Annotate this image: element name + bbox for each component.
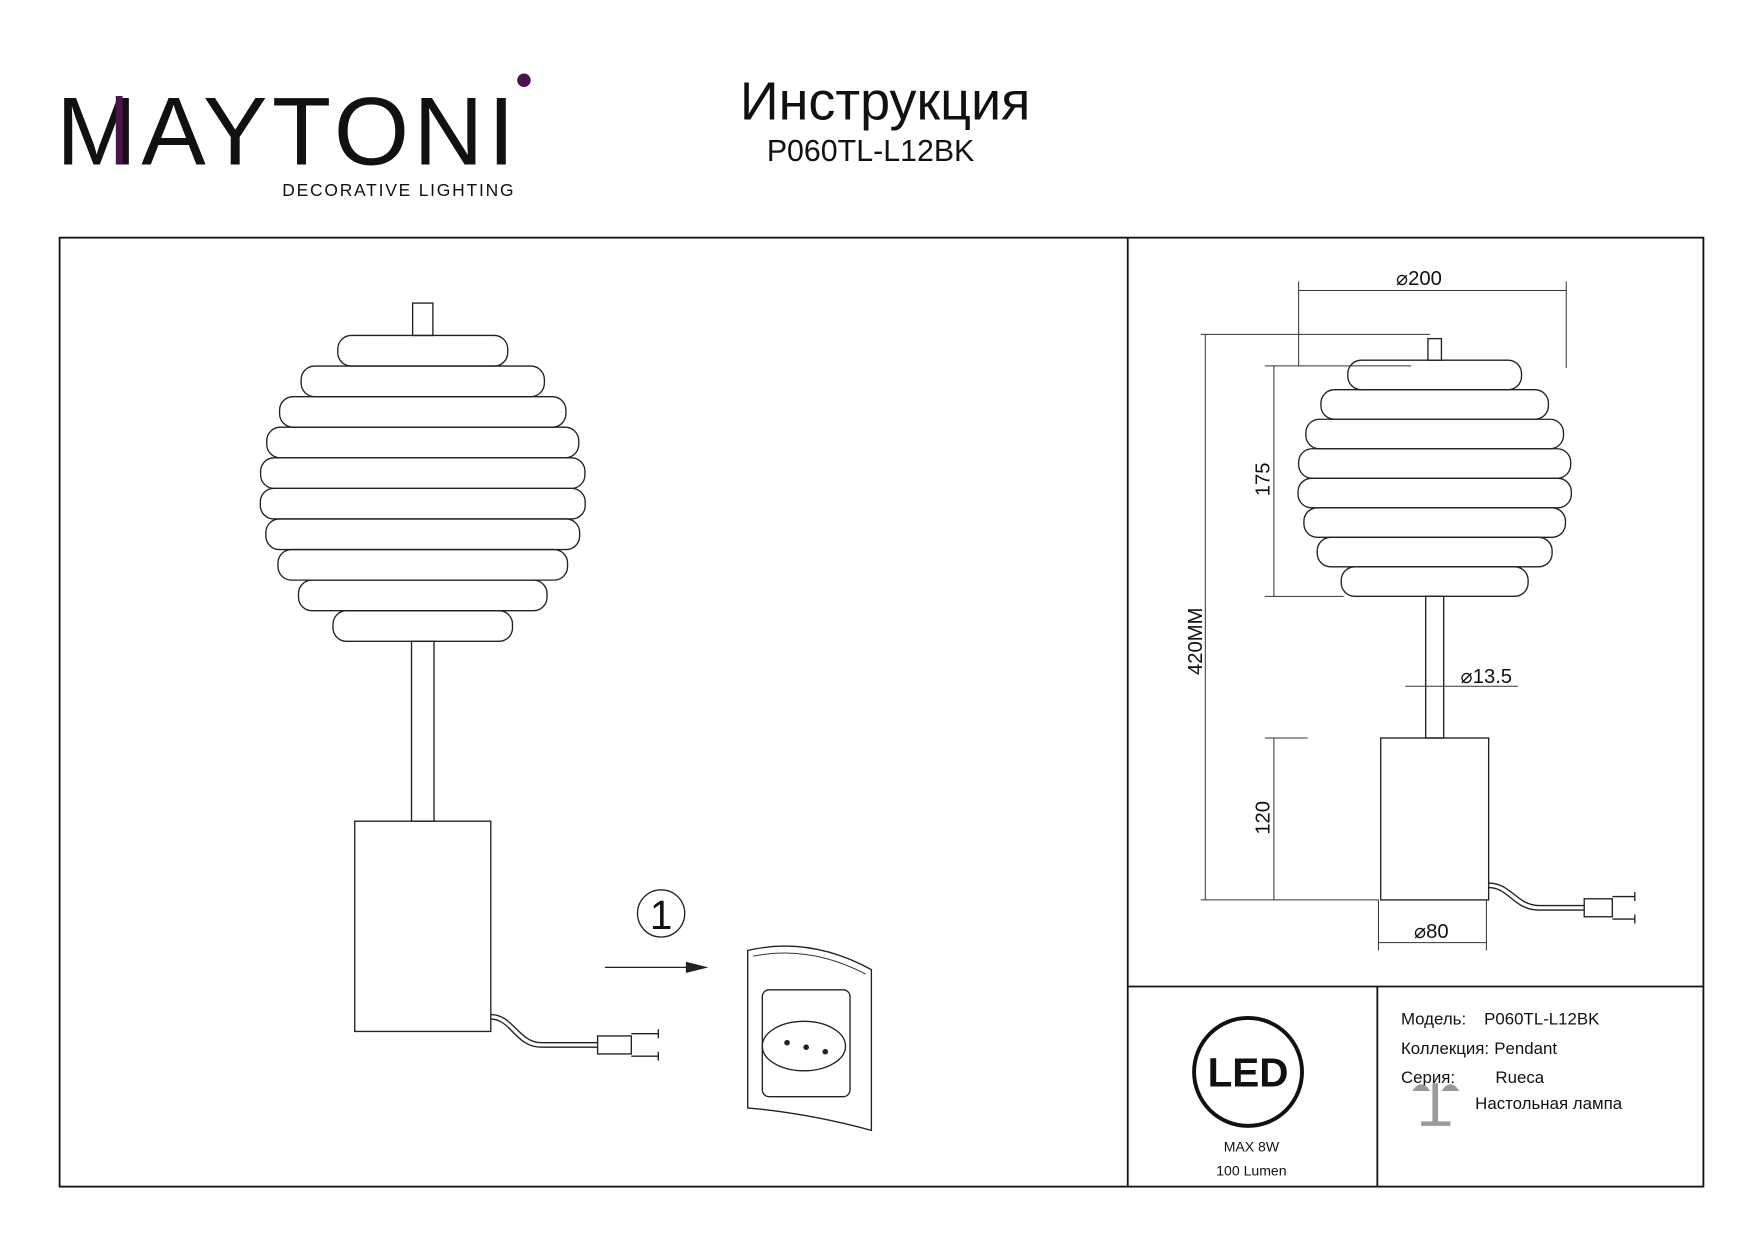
plug-pins (1612, 892, 1636, 924)
model-label: Модель: (1401, 1010, 1466, 1029)
shade-rib (1340, 566, 1529, 598)
power-cord (1488, 886, 1585, 911)
collection-label: Коллекция: (1401, 1039, 1489, 1058)
plug-body (1583, 898, 1614, 918)
lumen-output: 100 Lumen (1216, 1162, 1286, 1178)
shade-rib (1303, 507, 1567, 538)
plug-body (596, 1035, 633, 1055)
shade-rib (1347, 359, 1523, 391)
shade-rib (297, 579, 548, 612)
arrow-right-icon (604, 961, 709, 973)
shade-diameter-label: ⌀200 (1396, 268, 1442, 290)
lamp-dimension-drawing (1297, 337, 1636, 924)
brand-accent-dot (517, 73, 531, 87)
max-power: MAX 8W (1224, 1139, 1280, 1155)
shade-rib (1316, 536, 1553, 568)
shade-rib (1305, 418, 1565, 450)
model-code: P060TL-L12BK (767, 135, 975, 168)
lamp-base (354, 820, 492, 1033)
lamp-base (1380, 737, 1490, 901)
step-indicator: 1 (636, 889, 686, 938)
plug-pins (631, 1029, 659, 1061)
shade-rib (1320, 389, 1550, 420)
shade-rib (332, 610, 514, 642)
brand-name: MAYTONI (56, 78, 519, 186)
shade-knob (411, 302, 434, 337)
shade-knob (1427, 337, 1443, 361)
total-height-label: 420MM (1185, 608, 1207, 675)
shade-rib (277, 548, 569, 581)
power-cord (1488, 882, 1585, 907)
led-icon: LED (1192, 1015, 1304, 1128)
shade-rib (278, 395, 567, 428)
shade-rib (1297, 477, 1573, 509)
shade-rib (259, 487, 586, 520)
product-type: Настольная лампа (1475, 1094, 1623, 1113)
shade-height-label: 175 (1252, 463, 1274, 497)
shade-rib (265, 518, 581, 551)
shade-rib (266, 426, 580, 459)
brand-tagline: DECORATIVE LIGHTING (282, 180, 515, 200)
page-title: Инструкция (740, 72, 1031, 132)
lamp-assembly-drawing (259, 302, 659, 1061)
collection-value: Pendant (1494, 1039, 1557, 1058)
power-cord (490, 1018, 598, 1048)
shade-rib (1297, 448, 1572, 479)
maytoni-logo: MAYTONI DECORATIVE LIGHTING (56, 73, 531, 200)
series-label: Серия: (1401, 1068, 1455, 1087)
base-diameter-label: ⌀80 (1414, 921, 1449, 943)
led-label: LED (1208, 1050, 1289, 1096)
brand-accent-bar (115, 95, 123, 165)
wall-socket-icon (747, 945, 873, 1132)
lamp-stem (1425, 595, 1445, 739)
stem-diameter-label: ⌀13.5 (1461, 666, 1513, 688)
shade-rib (337, 334, 509, 367)
table-lamp-icon (1412, 1083, 1460, 1126)
shade-rib (300, 365, 546, 398)
power-cord (490, 1013, 598, 1044)
dimension-lines (1200, 281, 1567, 951)
step-number: 1 (650, 892, 673, 938)
series-value: Rueca (1495, 1068, 1544, 1087)
model-value: P060TL-L12BK (1484, 1010, 1600, 1029)
drawing-frame (58, 236, 1705, 1188)
lamp-stem (410, 640, 435, 822)
base-height-label: 120 (1252, 801, 1274, 835)
shade-rib (259, 457, 586, 490)
